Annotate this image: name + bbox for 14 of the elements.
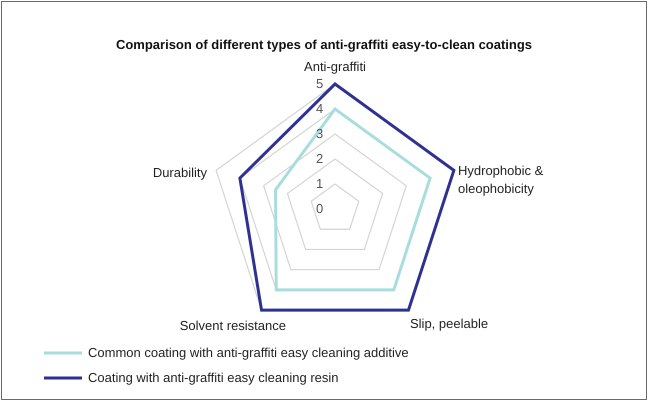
- legend-label: Common coating with anti-graffiti easy cleaning additive: [88, 345, 409, 360]
- tick-label: 5: [316, 77, 324, 91]
- tick-label: 4: [316, 102, 324, 116]
- axis-category-label: Hydrophobic & oleophobicity: [458, 162, 544, 198]
- legend-label: Coating with anti-graffiti easy cleaning resin: [88, 370, 339, 385]
- axis-category-label: Slip, peelable: [410, 315, 488, 333]
- tick-label: 0: [316, 202, 324, 216]
- tick-label: 2: [316, 152, 324, 166]
- tick-label: 3: [316, 127, 324, 141]
- axis-category-label: Solvent resistance: [178, 317, 286, 335]
- tick-label: 1: [316, 177, 324, 191]
- chart-title: Comparison of different types of anti-graffiti easy-to-clean coatings: [114, 37, 534, 52]
- axis-category-label: Durability: [152, 164, 207, 182]
- axis-category-label: Anti-graffiti: [303, 58, 367, 76]
